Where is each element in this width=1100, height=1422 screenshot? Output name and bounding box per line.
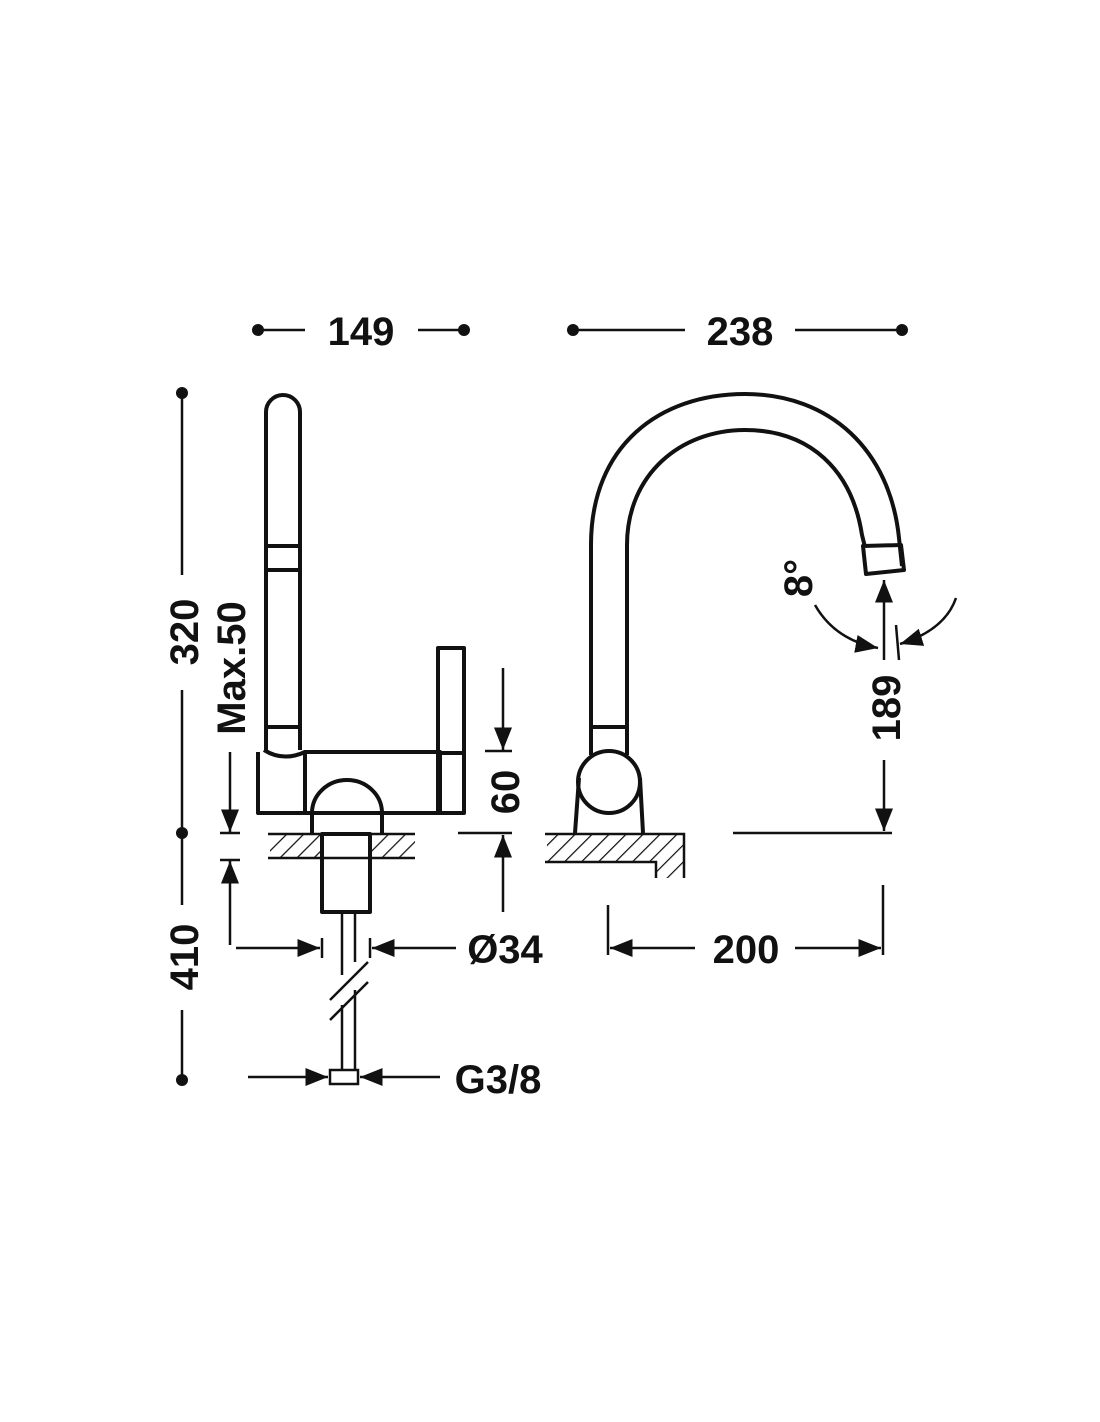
counter-hatch [270, 835, 322, 857]
dimension-200: 200 [606, 885, 885, 972]
dimension-angle-8: 8° [777, 559, 958, 661]
supply-hose [340, 912, 357, 1070]
dimension-60: 60 [458, 668, 528, 912]
dimension-g38: G3/8 [248, 1058, 541, 1102]
dimension-149: 149 [252, 310, 470, 354]
gooseneck-outer [589, 392, 904, 755]
label-410: 410 [163, 924, 207, 991]
front-view [545, 392, 906, 878]
spout-aerator [861, 543, 906, 576]
side-dome [310, 778, 384, 833]
dimension-max50: Max.50 [210, 601, 254, 945]
side-swivel-block [256, 748, 307, 815]
dimension-320-410: 320 410 [163, 387, 207, 1086]
gooseneck-inner [625, 428, 867, 755]
side-spout [264, 393, 302, 750]
side-lever [436, 646, 466, 815]
front-base [573, 777, 645, 834]
dimension-diameter-34: Ø34 [236, 928, 544, 972]
break-line [329, 961, 369, 1001]
counter-hatch [547, 835, 683, 878]
label-8deg: 8° [777, 559, 821, 597]
front-lever-hub [576, 749, 642, 815]
label-149: 149 [328, 310, 395, 354]
label-max50: Max.50 [210, 601, 254, 734]
dimension-238: 238 [567, 310, 908, 354]
label-189: 189 [865, 675, 909, 742]
counter-hatch [370, 835, 415, 857]
label-d34: Ø34 [467, 928, 543, 972]
side-body [303, 750, 442, 815]
label-200: 200 [713, 928, 780, 972]
connection-nut [328, 1068, 360, 1086]
counter-outline [545, 832, 686, 878]
label-238: 238 [707, 310, 774, 354]
label-g38: G3/8 [455, 1058, 542, 1102]
side-view [256, 393, 466, 1086]
label-60: 60 [484, 770, 528, 815]
mounting-shank [320, 832, 372, 914]
break-line [329, 981, 369, 1021]
dimension-189: 189 [733, 580, 909, 835]
label-320: 320 [163, 599, 207, 666]
